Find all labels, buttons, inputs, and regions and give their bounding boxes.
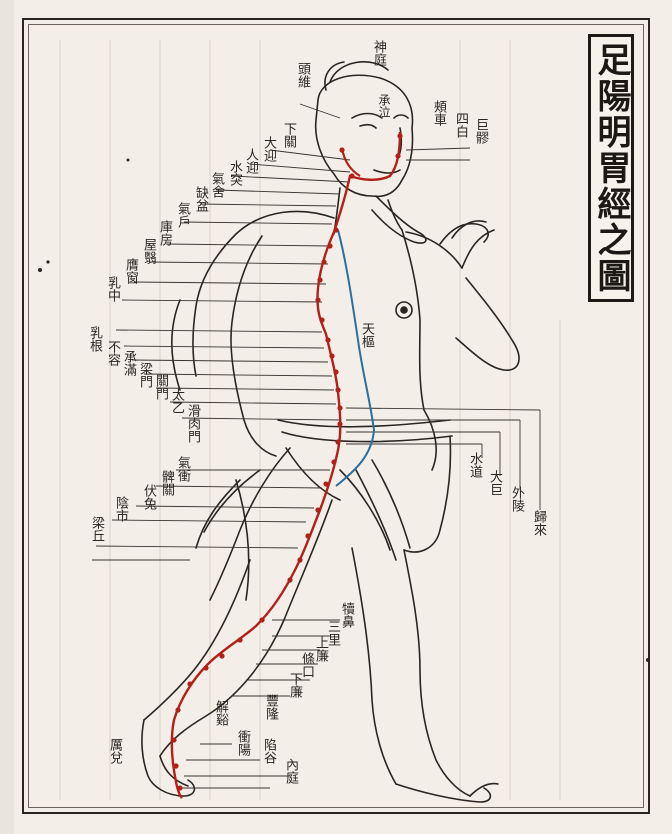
label-shenting: 神庭 [372,40,385,66]
label-fenglong: 豐隆 [264,694,277,720]
label-shuidao: 水道 [468,452,481,478]
label-shuitu: 水突 [228,160,241,186]
label-qishe: 氣舍 [210,172,223,198]
label-neiting: 內庭 [284,758,297,784]
label-taiyi: 太乙 [170,388,183,414]
label-liangmen: 梁門 [138,362,151,388]
label-jiache: 頰車 [432,100,445,126]
label-futu: 伏兔 [142,484,155,510]
label-lidui: 厲兌 [108,738,121,764]
decorative-marks [38,159,650,663]
label-chengman: 承滿 [122,350,135,376]
label-juliao: 巨髎 [474,118,487,144]
label-qichong: 氣衝 [176,456,189,482]
label-burong: 不容 [106,340,119,366]
label-xiaguan: 下關 [282,122,295,148]
blue-branch-line [336,230,374,486]
label-biguan: 髀關 [160,470,173,496]
leader-lines-right [180,148,540,788]
label-qihu: 氣戶 [176,202,189,228]
label-chengqi: 承泣 [378,94,390,118]
red-meridian-line [172,132,400,798]
label-guanmen: 關門 [154,374,167,400]
label-tianshu: 天樞 [360,322,373,348]
label-liangqiu: 梁丘 [90,516,103,542]
label-wuyi: 屋翳 [142,238,155,264]
label-daying: 大迎 [262,136,275,162]
label-sibai: 四白 [454,112,467,138]
label-xiangu: 陷谷 [262,738,275,764]
label-jiexi: 解谿 [214,700,227,726]
label-kufang: 庫房 [158,220,171,246]
label-dubi: 犢鼻 [340,602,353,628]
label-shanglian: 上廉 [314,636,327,662]
label-renying: 人迎 [244,148,257,174]
label-daju: 大巨 [488,470,501,496]
label-chongyang: 衝陽 [236,730,249,756]
label-guilai: 歸來 [532,510,545,536]
label-quepen: 缺盆 [194,186,207,212]
label-huaroumen: 滑肉門 [186,404,199,443]
label-yingchuang: 膺窗 [124,258,137,284]
label-ruzhong: 乳中 [106,276,119,302]
label-touwei: 頭維 [296,62,309,88]
label-rugen: 乳根 [88,326,101,352]
label-xialian: 下廉 [288,672,301,698]
label-wailing: 外陵 [510,486,523,512]
label-yinshi: 陰市 [114,496,127,522]
